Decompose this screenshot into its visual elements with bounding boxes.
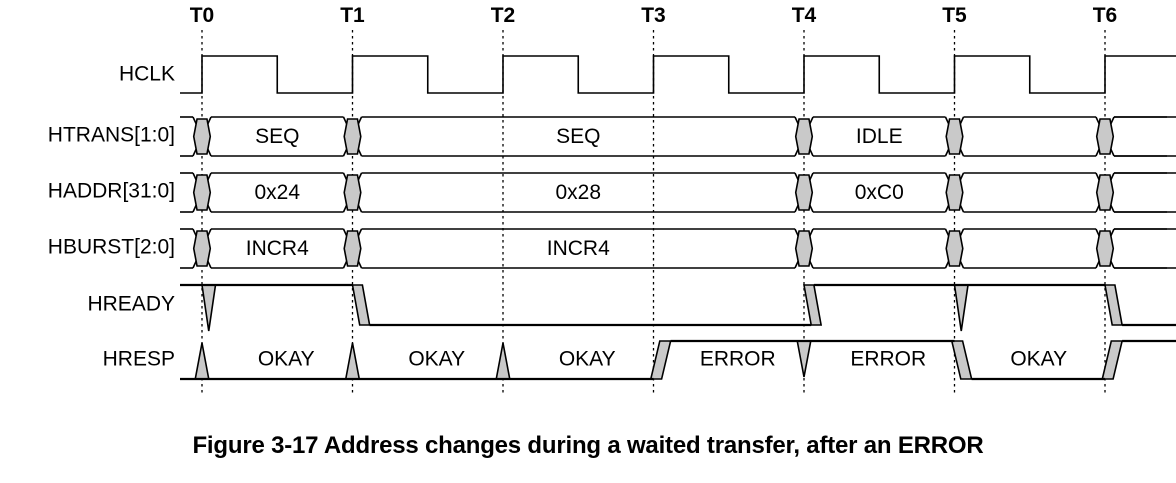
figure-caption: Figure 3-17 Address changes during a wai…: [192, 432, 984, 459]
bus-transition-marker: [794, 230, 814, 267]
signal-label-hburst: HBURST[2:0]: [48, 236, 175, 259]
hresp-value: OKAY: [408, 348, 465, 371]
hresp-glitch-up: [495, 342, 511, 380]
signal-label-hready: HREADY: [87, 293, 175, 316]
bus-value: INCR4: [547, 237, 610, 260]
hready-glitch: [953, 284, 969, 332]
hready-falling-edge: [351, 284, 371, 326]
bus-transition-marker: [343, 118, 362, 155]
time-marker-T2: T2: [491, 4, 516, 27]
time-marker-T4: T4: [792, 4, 817, 27]
hclk-waveform: [180, 55, 1176, 94]
bus-value: 0xC0: [855, 181, 904, 204]
bus-transition-marker: [1095, 230, 1115, 267]
bus-transition-marker: [192, 174, 212, 211]
hresp-value: OKAY: [1010, 348, 1067, 371]
hresp-value: ERROR: [850, 348, 926, 371]
signal-label-hresp: HRESP: [103, 348, 175, 371]
time-marker-T3: T3: [641, 4, 666, 27]
hresp-glitch-down: [796, 340, 812, 378]
bus-value: SEQ: [556, 125, 600, 148]
bus-transition-marker: [192, 118, 212, 155]
bus-transition-marker: [794, 118, 814, 155]
bus-value: SEQ: [255, 125, 299, 148]
hready-waveform: [180, 283, 1176, 327]
signal-label-haddr: HADDR[31:0]: [48, 180, 175, 203]
hready-glitch: [201, 284, 217, 332]
signal-label-htrans: HTRANS[1:0]: [48, 124, 175, 147]
bus-value: 0x28: [555, 181, 601, 204]
bus-value: IDLE: [856, 125, 903, 148]
bus-transition-marker: [794, 174, 814, 211]
hresp-glitch-up: [194, 342, 210, 380]
bus-transition-marker: [343, 230, 362, 267]
bus-transition-marker: [343, 174, 362, 211]
time-marker-T1: T1: [340, 4, 365, 27]
bus-value: 0x24: [254, 181, 300, 204]
bus-transition-marker: [945, 118, 964, 155]
hresp-value: ERROR: [700, 348, 776, 371]
time-marker-T0: T0: [190, 4, 215, 27]
hresp-value: OKAY: [559, 348, 616, 371]
bus-transition-marker: [1095, 118, 1115, 155]
signal-label-hclk: HCLK: [119, 63, 175, 86]
bus-transition-marker: [945, 174, 964, 211]
bus-transition-marker: [1095, 174, 1115, 211]
hresp-glitch-up: [344, 342, 361, 380]
time-marker-T6: T6: [1093, 4, 1118, 27]
hresp-value: OKAY: [258, 348, 315, 371]
hready-falling-edge: [1104, 284, 1124, 326]
time-marker-labels: T0 T1 T2 T3 T4 T5 T6: [190, 4, 1118, 27]
hresp-waveform: [180, 339, 1176, 381]
time-marker-T5: T5: [942, 4, 967, 27]
signal-labels: HCLK HTRANS[1:0] HADDR[31:0] HBURST[2:0] HRE…: [48, 63, 175, 371]
hready-rising-edge: [803, 284, 823, 326]
bus-value: INCR4: [246, 237, 309, 260]
bus-transition-marker: [192, 230, 212, 267]
signal-waveforms: [180, 55, 1176, 381]
bus-transition-marker: [945, 230, 964, 267]
